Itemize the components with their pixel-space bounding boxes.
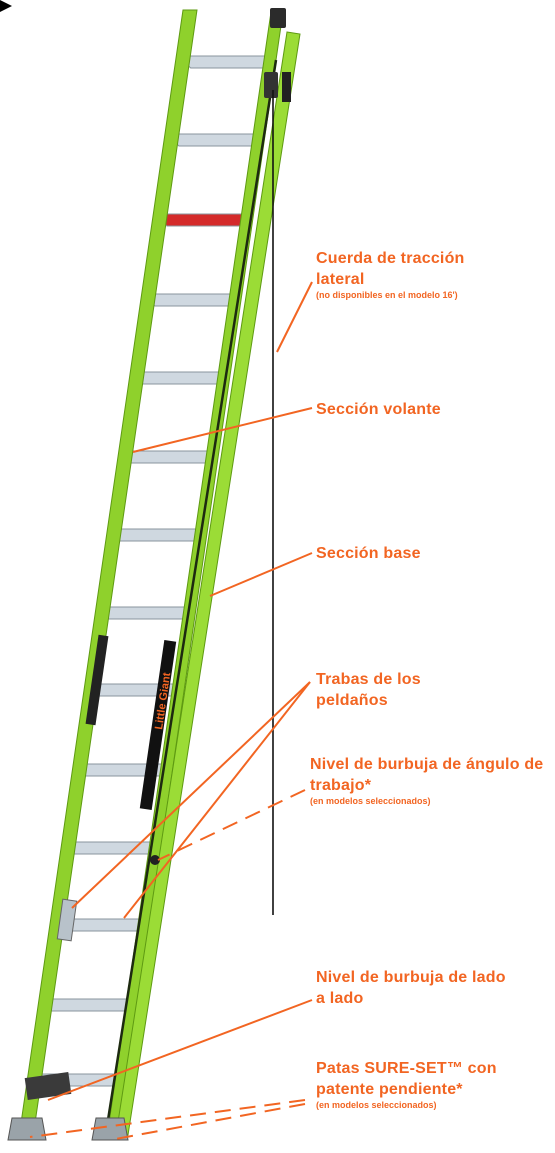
fly-left-rail	[19, 9, 198, 1131]
left-sticker	[85, 634, 109, 726]
rung	[148, 293, 235, 307]
base-right-rail	[115, 31, 301, 1136]
label-burbuja-angulo-sub: (en modelos seleccionados)	[310, 796, 431, 806]
label-patas: Patas SURE-SET™ con patente pendiente* (…	[316, 1058, 536, 1111]
bubble-level	[150, 855, 160, 865]
rail-sticker	[139, 640, 177, 810]
top-label	[282, 72, 291, 102]
rung	[65, 841, 156, 855]
label-patas-sub: (en modelos seleccionados)	[316, 1100, 437, 1110]
rung-lock	[56, 898, 78, 942]
leader-base	[209, 552, 313, 597]
rung	[136, 371, 223, 385]
top-cap	[270, 8, 286, 28]
label-volante: Sección volante	[316, 399, 441, 420]
rung	[183, 55, 269, 69]
label-burbuja-angulo: Nivel de burbuja de ángulo de trabajo* (…	[310, 754, 550, 807]
label-cuerda: Cuerda de tracción lateral (no disponibl…	[316, 248, 516, 301]
leader-cuerda	[276, 281, 313, 353]
leader-burbuja-angulo	[157, 789, 306, 861]
leader-trabas-1	[71, 681, 311, 909]
label-base-main: Sección base	[316, 545, 421, 562]
leader-patas-2	[109, 1103, 306, 1141]
label-cuerda-main: Cuerda de tracción lateral	[316, 250, 465, 288]
corner-arrow-icon	[0, 0, 12, 12]
rung	[160, 213, 246, 227]
rung	[42, 998, 133, 1012]
leader-burbuja-lado	[47, 999, 313, 1101]
base-rail-shadow	[106, 59, 278, 1121]
leader-patas-1	[29, 1099, 306, 1138]
leader-volante	[132, 407, 313, 453]
left-foot	[7, 1117, 47, 1141]
label-trabas: Trabas de los peldaños	[316, 669, 476, 711]
label-volante-main: Sección volante	[316, 401, 441, 418]
label-trabas-main: Trabas de los peldaños	[316, 671, 421, 709]
leader-trabas-2	[123, 681, 311, 919]
label-base: Sección base	[316, 543, 421, 564]
label-burbuja-lado-main: Nivel de burbuja de lado a lado	[316, 969, 506, 1007]
rung	[124, 450, 212, 464]
right-foot	[91, 1117, 129, 1141]
foot-bracket	[24, 1072, 72, 1100]
label-cuerda-sub: (no disponibles en el modelo 16')	[316, 290, 458, 300]
rung	[101, 606, 190, 620]
label-patas-main: Patas SURE-SET™ con patente pendiente*	[316, 1060, 497, 1098]
label-burbuja-angulo-main: Nivel de burbuja de ángulo de trabajo*	[310, 756, 544, 794]
rung	[112, 528, 201, 542]
label-burbuja-lado: Nivel de burbuja de lado a lado	[316, 967, 516, 1009]
rung	[172, 133, 258, 147]
pulley-block	[264, 72, 278, 98]
